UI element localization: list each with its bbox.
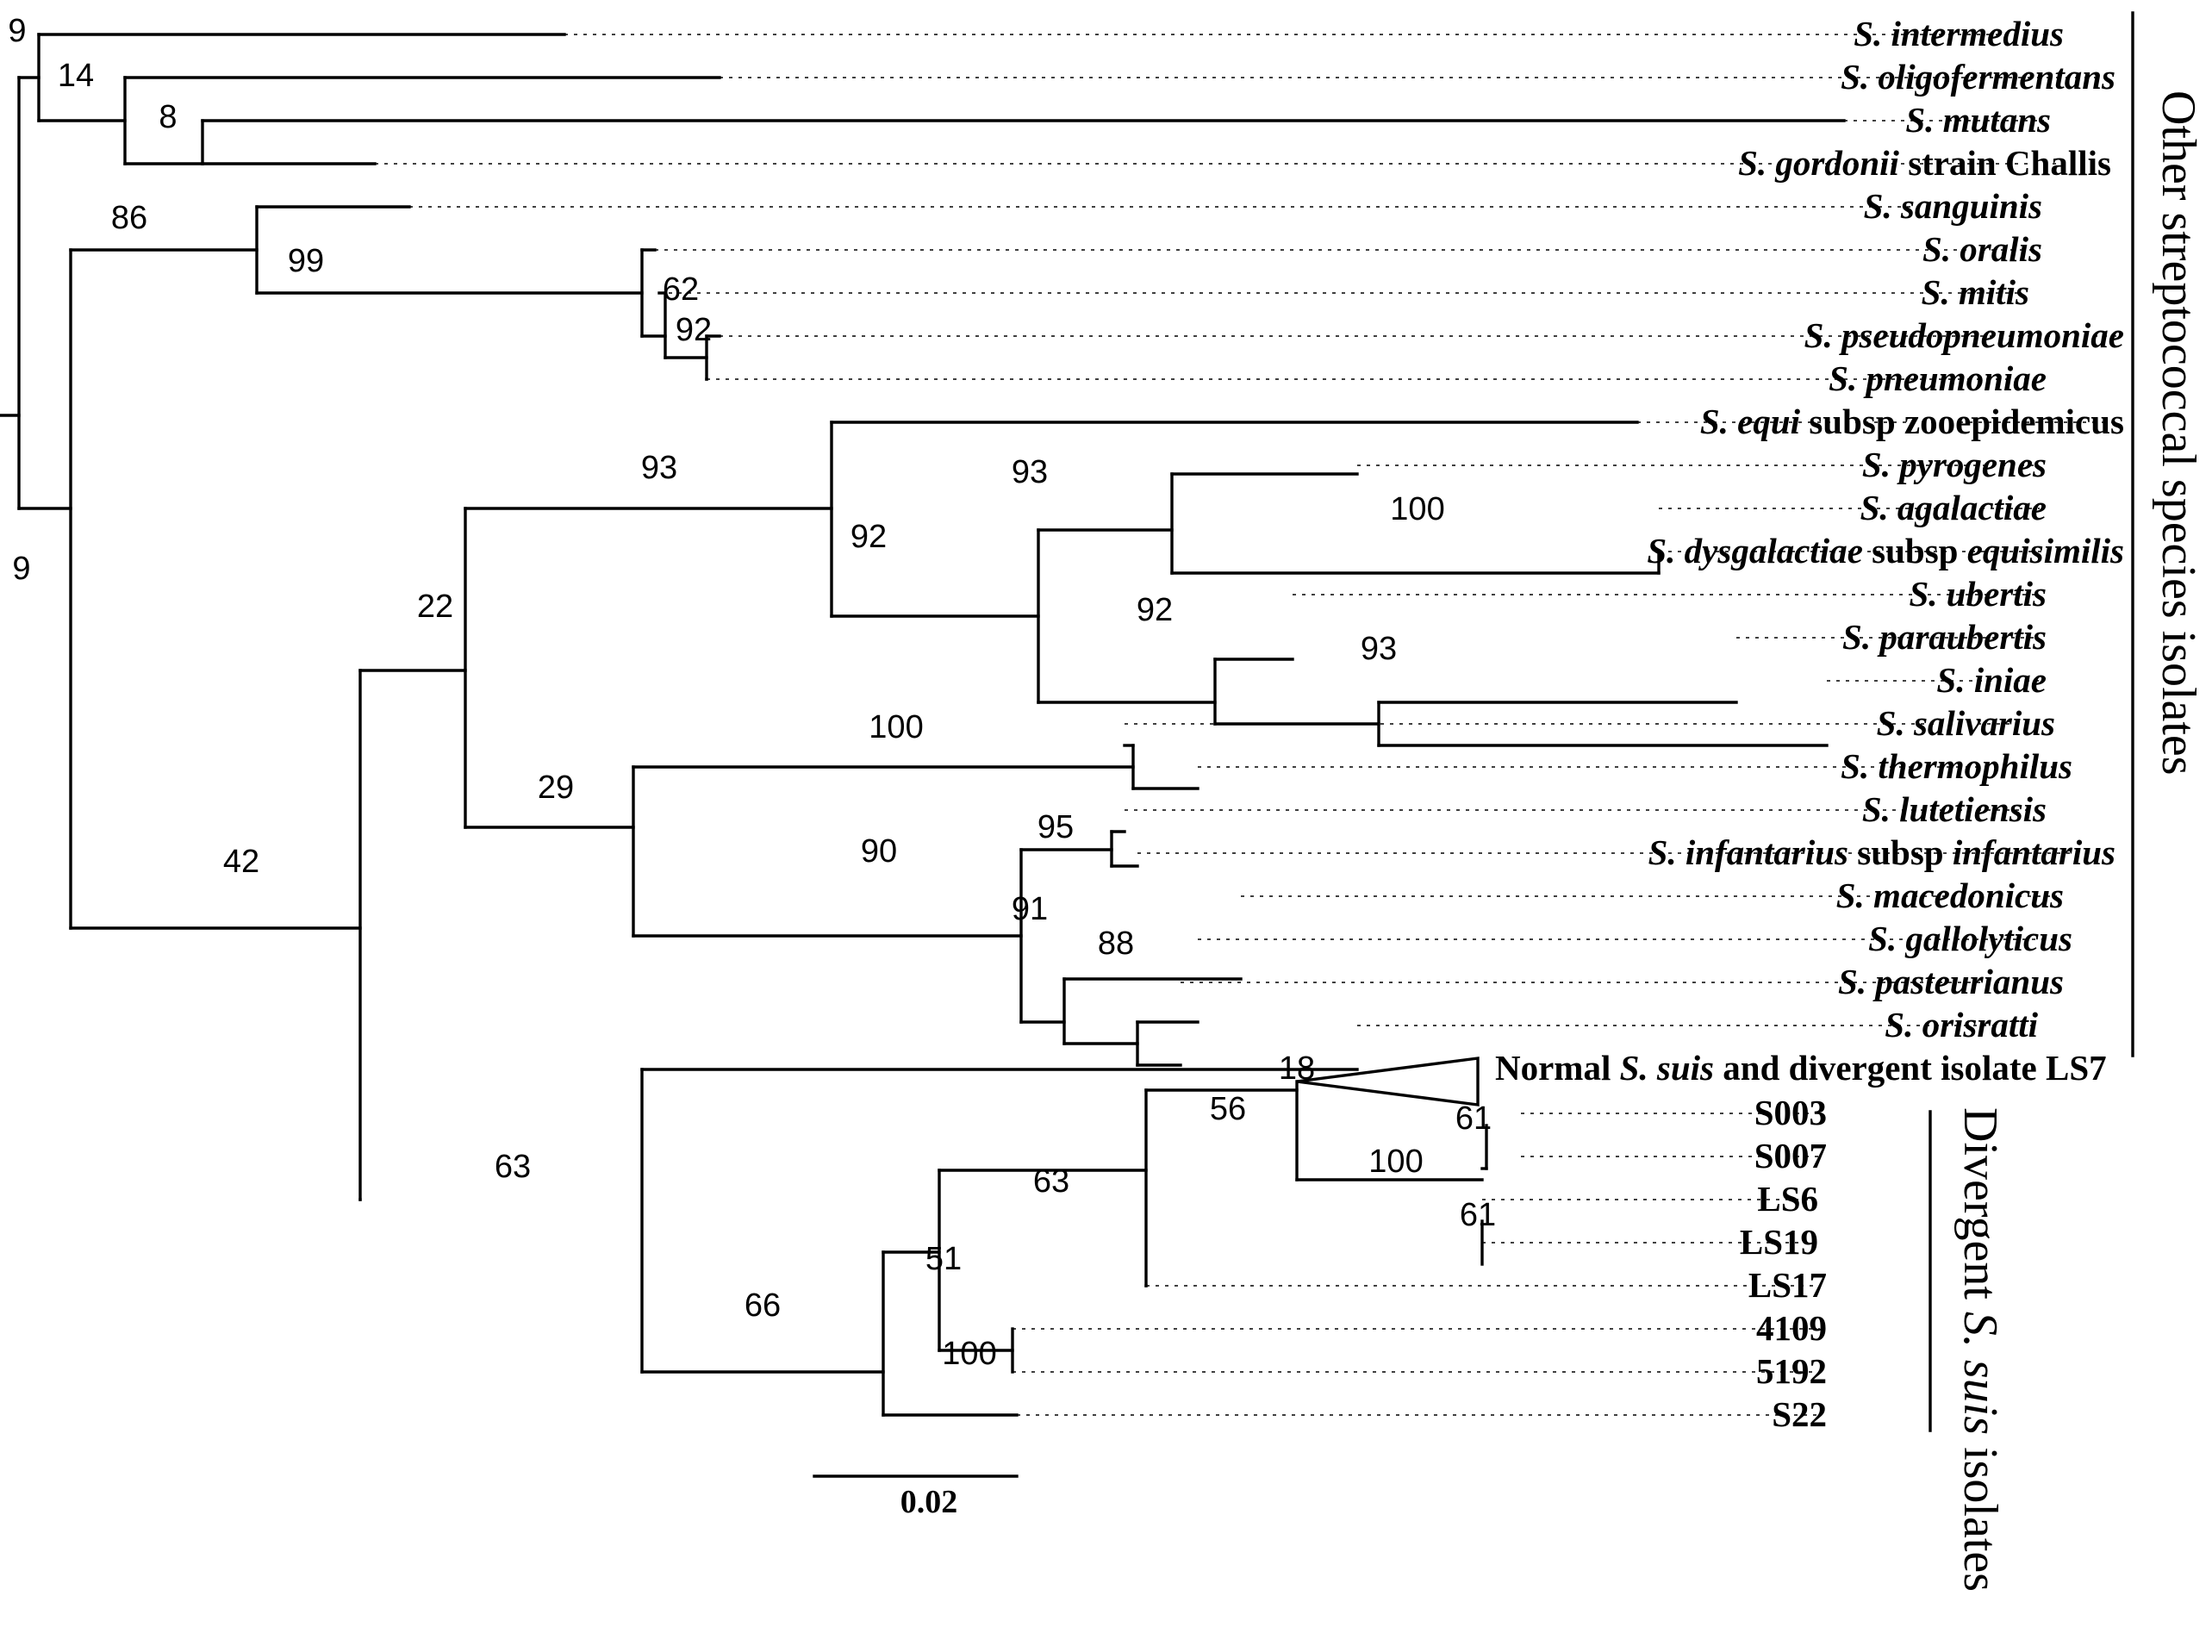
bootstrap-value: 42 <box>223 844 259 880</box>
leaf-label-pyrogenes: S. pyrogenes <box>1862 445 2047 484</box>
bootstrap-value: 100 <box>942 1336 996 1372</box>
leaf-label-mitis: S. mitis <box>1922 272 2029 312</box>
scale-bar: 0.02 <box>813 1474 1019 1520</box>
leaf-label-sanguinis: S. sanguinis <box>1864 186 2042 226</box>
bootstrap-value: 9 <box>12 551 30 587</box>
leaf-label-orisratti: S. orisratti <box>1885 1005 2038 1044</box>
bootstrap-value: 93 <box>1361 631 1397 667</box>
bootstrap-value: 66 <box>745 1287 781 1324</box>
bootstrap-value: 61 <box>1455 1100 1492 1137</box>
leaf-label-equi: S. equi subsp zooepidemicus <box>1700 402 2124 441</box>
leaf-label-S003: S003 <box>1754 1093 1827 1132</box>
bootstrap-value: 29 <box>538 770 574 806</box>
leaf-label-oligofermentans: S. oligofermentans <box>1841 57 2115 97</box>
leaf-label-agalactiae: S. agalactiae <box>1860 488 2047 527</box>
leaf-label-gallolyticus: S. gallolyticus <box>1868 919 2072 958</box>
leaf-label-oralis: S. oralis <box>1922 229 2042 269</box>
leaf-label-dysgalactiae: S. dysgalactiae subsp equisimilis <box>1647 531 2124 570</box>
bootstrap-value: 92 <box>676 312 712 348</box>
bootstrap-value: 92 <box>1137 592 1173 628</box>
bootstrap-value: 88 <box>1098 926 1134 962</box>
bootstrap-value: 18 <box>1279 1050 1315 1087</box>
leaf-label-pseudopneumoniae: S. pseudopneumoniae <box>1804 315 2124 355</box>
leaf-label-mutans: S. mutans <box>1905 100 2051 140</box>
leaf-label-salivarius: S. salivarius <box>1877 703 2055 743</box>
leaf-label-gordonii: S. gordonii strain Challis <box>1738 143 2111 183</box>
bootstrap-value: 51 <box>925 1241 962 1277</box>
bootstrap-value: 95 <box>1037 809 1074 845</box>
leaf-label-thermophilus: S. thermophilus <box>1841 746 2072 786</box>
leaf-label-normal_suis: Normal S. suis and divergent isolate LS7 <box>1495 1048 2107 1088</box>
bootstrap-value: 93 <box>641 450 677 486</box>
leaf-label-pasteurianus: S. pasteurianus <box>1838 962 2064 1001</box>
leaf-label-S22: S22 <box>1772 1394 1827 1434</box>
bootstrap-value: 62 <box>663 271 699 308</box>
leaf-label-macedonicus: S. macedonicus <box>1836 876 2064 915</box>
leaf-label-infantarius: S. infantarius subsp infantarius <box>1648 832 2115 872</box>
leaf-label-paraubertis: S. paraubertis <box>1842 617 2047 657</box>
tree-branches <box>0 33 1846 1417</box>
bootstrap-value: 100 <box>1390 491 1444 527</box>
bootstrap-value: 90 <box>861 833 897 870</box>
leaf-label-LS19: LS19 <box>1740 1222 1818 1262</box>
group-label-divergent: Divergent S. suis isolates <box>1953 1107 2007 1592</box>
bootstrap-value: 86 <box>111 200 147 236</box>
bootstrap-value: 14 <box>58 58 94 94</box>
bootstrap-value: 63 <box>1033 1163 1069 1200</box>
bootstrap-value: 61 <box>1460 1197 1496 1233</box>
leader-lines <box>375 34 2117 1416</box>
bootstrap-labels: 9 14 8 86 99 62 92 9 42 22 93 93 92 100 92 93 29 100 90 95 9… <box>8 13 1496 1372</box>
bootstrap-value: 22 <box>417 589 453 625</box>
bootstrap-value: 99 <box>288 243 324 279</box>
bootstrap-value: 100 <box>869 709 923 745</box>
group-label-other: Other streptococcal species isolates <box>2152 90 2205 776</box>
bootstrap-value: 93 <box>1012 454 1048 490</box>
group-brackets: Other streptococcal species isolatesDive… <box>1928 11 2205 1592</box>
leaf-label-pneumoniae: S. pneumoniae <box>1829 358 2047 398</box>
leaf-label-4109: 4109 <box>1756 1308 1827 1348</box>
bootstrap-value: 63 <box>495 1149 531 1185</box>
leaf-label-LS6: LS6 <box>1757 1179 1818 1219</box>
scale-bar-label: 0.02 <box>900 1484 958 1520</box>
bootstrap-value: 91 <box>1012 891 1048 927</box>
bootstrap-value: 8 <box>159 99 177 135</box>
bootstrap-value: 92 <box>851 519 887 555</box>
leaf-label-ubertis: S. ubertis <box>1910 574 2047 614</box>
leaf-label-LS17: LS17 <box>1748 1265 1827 1305</box>
leaf-label-5192: 5192 <box>1756 1351 1827 1391</box>
bootstrap-value: 100 <box>1368 1144 1423 1180</box>
leaf-label-iniae: S. iniae <box>1936 660 2047 700</box>
collapsed-clade <box>1296 1057 1480 1107</box>
bootstrap-value: 56 <box>1210 1091 1246 1127</box>
leaf-label-intermedius: S. intermedius <box>1854 14 2064 53</box>
collapsed-clade-triangle <box>1296 1057 1480 1107</box>
bootstrap-value: 9 <box>8 13 26 49</box>
leaf-label-lutetiensis: S. lutetiensis <box>1862 789 2047 829</box>
leaf-label-S007: S007 <box>1754 1136 1827 1175</box>
